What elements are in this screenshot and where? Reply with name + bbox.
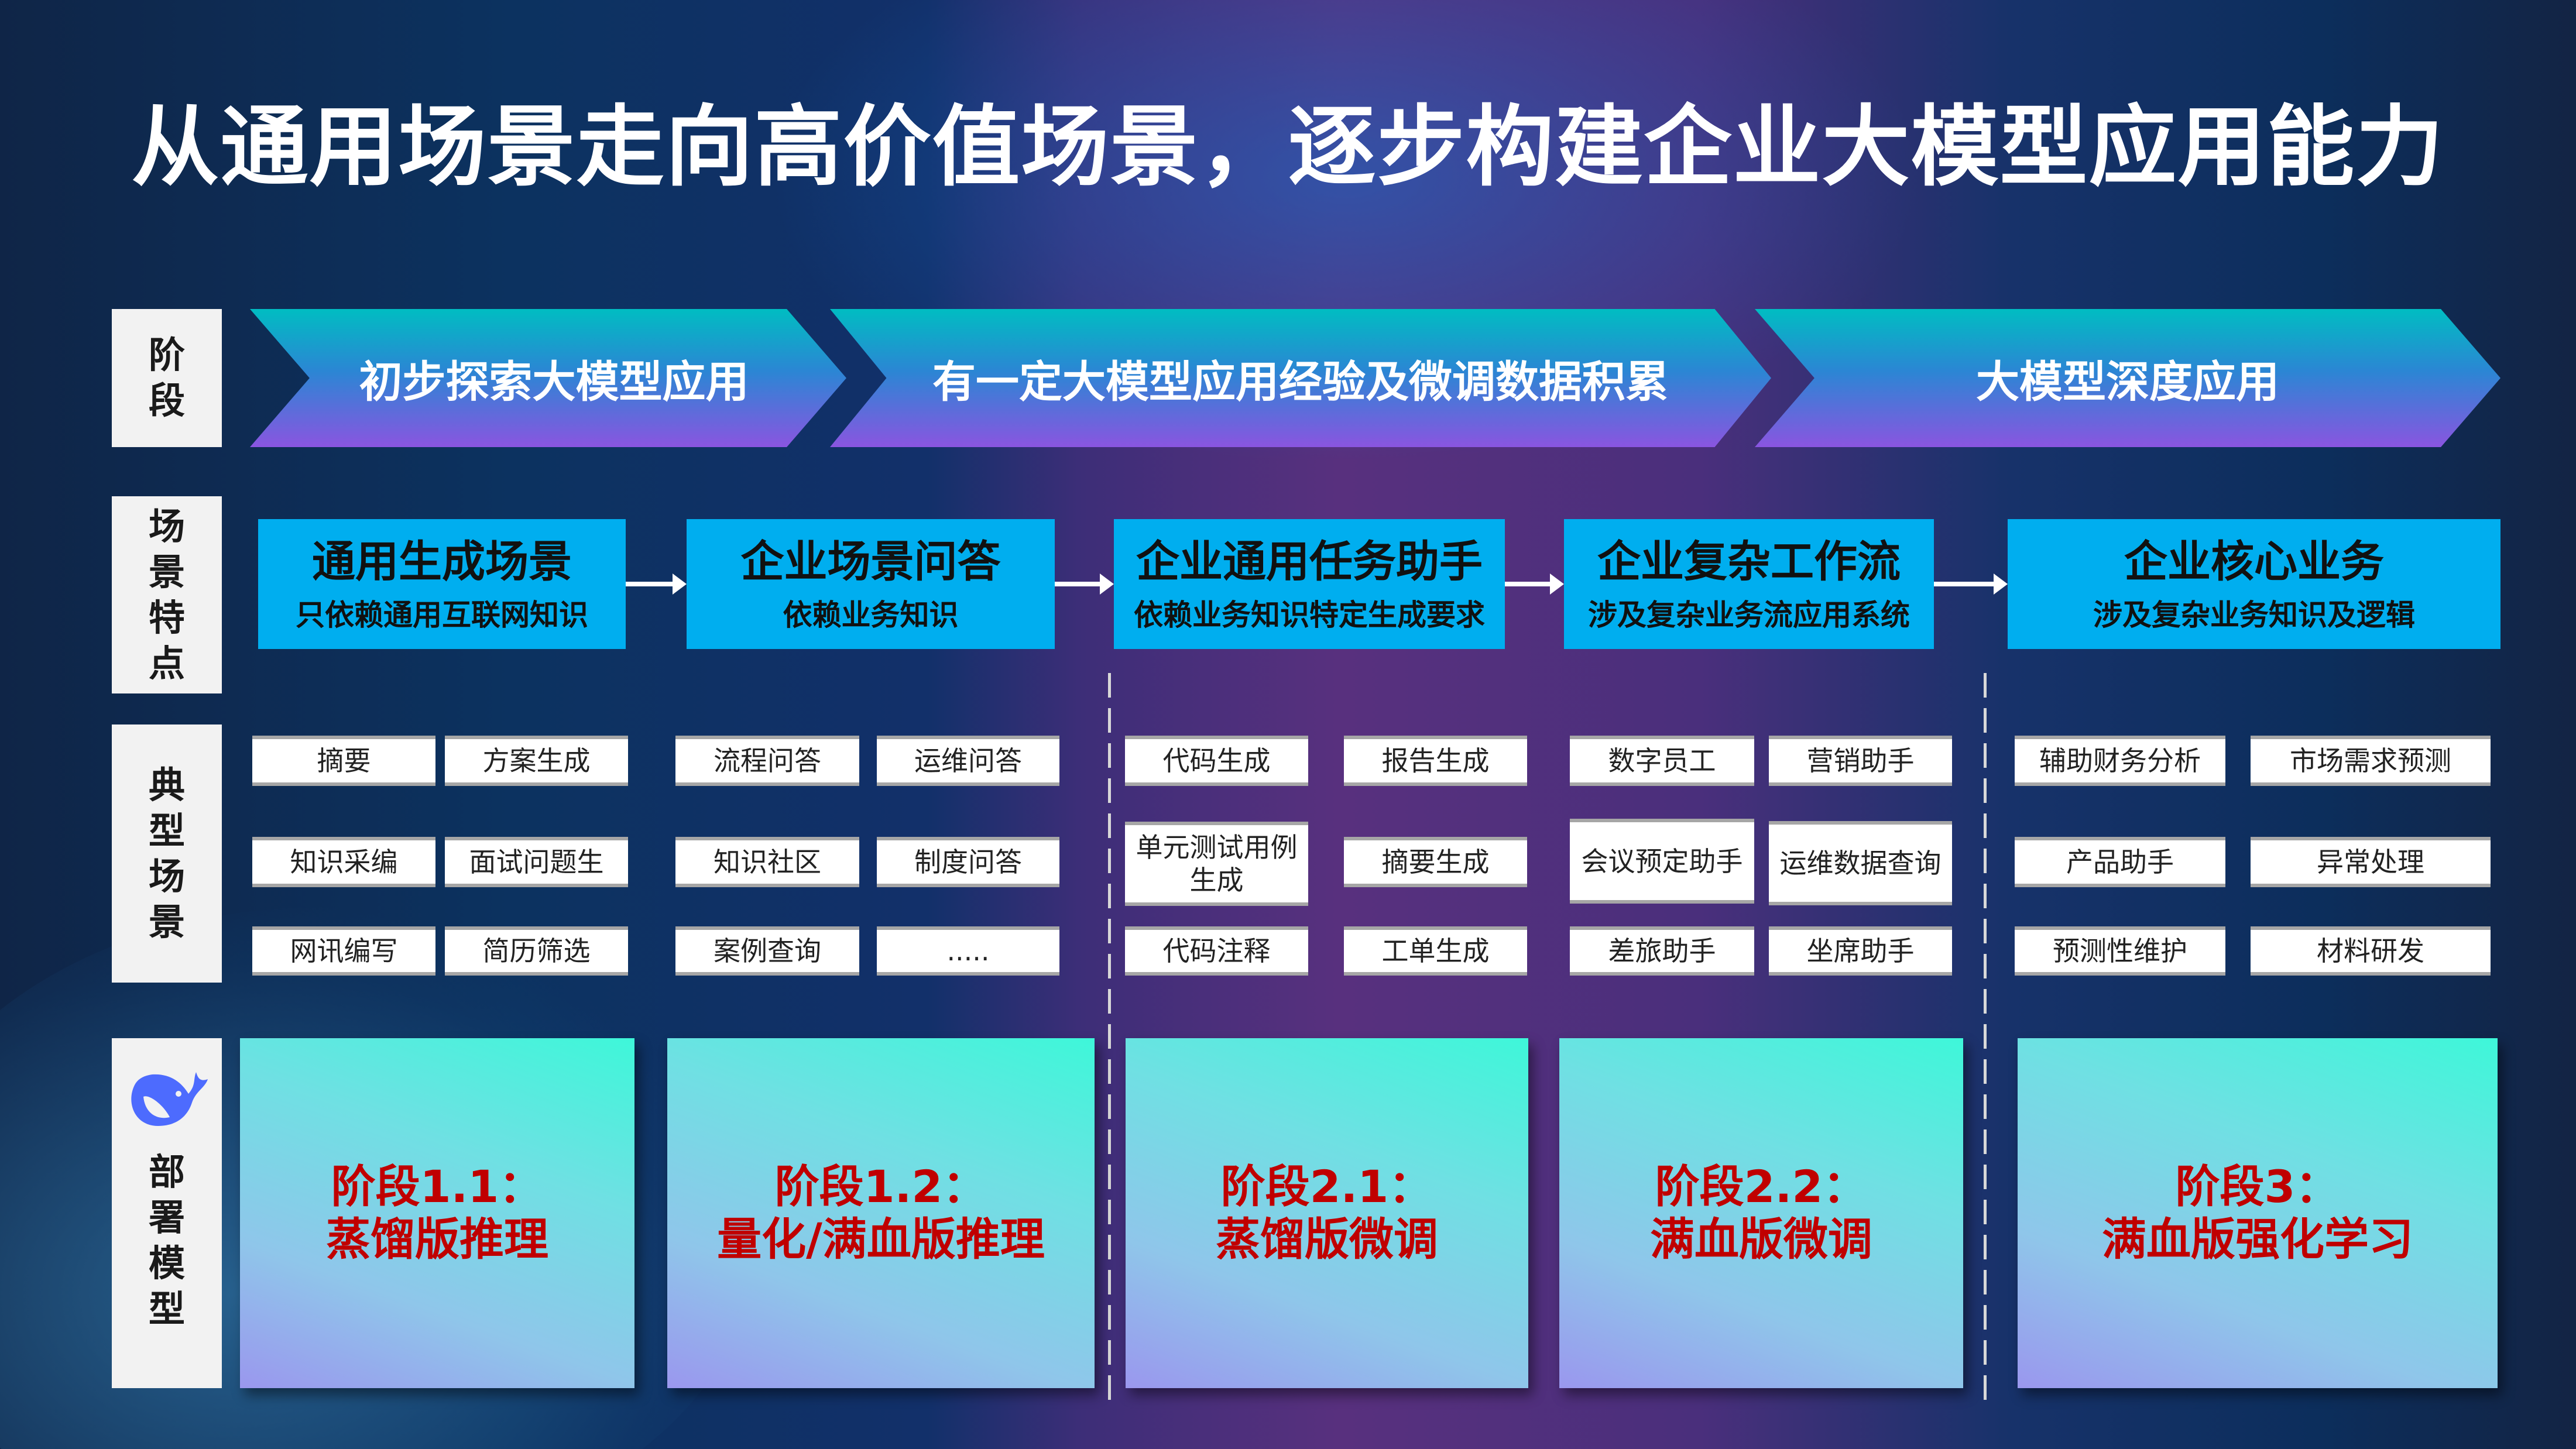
scenario-tag: 差旅助手 <box>1570 926 1754 976</box>
scene-title: 企业核心业务 <box>2124 537 2384 587</box>
scene-subtitle: 依赖业务知识特定生成要求 <box>1134 598 1485 632</box>
deploy-name: 蒸馏版微调 <box>1216 1213 1438 1265</box>
deploy-stage: 阶段1.2： <box>774 1160 987 1213</box>
deploy-card-4: 阶段2.2：满血版微调 <box>1559 1038 1963 1388</box>
scenario-tag: 流程问答 <box>675 736 859 786</box>
scene-subtitle: 涉及复杂业务知识及逻辑 <box>2093 598 2415 632</box>
scenario-tag: 材料研发 <box>2251 926 2491 976</box>
scene-subtitle: 涉及复杂业务流应用系统 <box>1588 598 1910 632</box>
stage-label: 初步探索大模型应用 <box>359 356 749 407</box>
label-char: 段 <box>148 379 185 422</box>
scenario-tag: 制度问答 <box>877 837 1059 887</box>
scenario-tag: 产品助手 <box>2015 837 2225 887</box>
scenario-tag: 异常处理 <box>2251 837 2491 887</box>
scene-title: 企业复杂工作流 <box>1597 537 1901 587</box>
scenario-tag: 工单生成 <box>1344 926 1527 976</box>
deepseek-whale-icon <box>131 1072 208 1126</box>
row-label-stage: 阶段 <box>112 309 222 447</box>
scenario-tag: 单元测试用例生成 <box>1125 822 1308 906</box>
deploy-stage: 阶段3： <box>2175 1160 2340 1213</box>
scenario-tag: 知识社区 <box>675 837 859 887</box>
stage-divider <box>1984 673 1987 1405</box>
label-char: 场 <box>148 854 185 898</box>
deploy-card-2: 阶段1.2：量化/满血版推理 <box>667 1038 1095 1388</box>
scenario-tag: 数字员工 <box>1570 736 1754 786</box>
arrow-right-icon <box>1505 574 1564 595</box>
scene-box-1: 通用生成场景只依赖通用互联网知识 <box>258 519 626 649</box>
deploy-name: 满血版微调 <box>1650 1213 1872 1265</box>
deploy-name: 蒸馏版推理 <box>326 1213 548 1265</box>
scene-box-2: 企业场景问答依赖业务知识 <box>687 519 1055 649</box>
scenario-tag: 代码注释 <box>1125 926 1308 976</box>
scenario-tag: 坐席助手 <box>1769 926 1952 976</box>
scenario-tag: 营销助手 <box>1769 736 1952 786</box>
scenario-tag: 案例查询 <box>675 926 859 976</box>
scenario-tag: 辅助财务分析 <box>2015 736 2225 786</box>
scenario-tag: 方案生成 <box>445 736 628 786</box>
scenario-tag: 摘要 <box>252 736 435 786</box>
label-char: 景 <box>148 900 185 943</box>
deploy-card-5: 阶段3：满血版强化学习 <box>2018 1038 2498 1388</box>
label-char: 阶 <box>148 334 185 376</box>
deploy-name: 量化/满血版推理 <box>717 1213 1045 1265</box>
stage-chevron-3: 大模型深度应用 <box>1755 309 2500 447</box>
arrow-right-icon <box>1055 574 1114 595</box>
stage-label: 大模型深度应用 <box>1976 356 2279 407</box>
scene-box-5: 企业核心业务涉及复杂业务知识及逻辑 <box>2008 519 2500 649</box>
scenario-tag: 知识采编 <box>252 837 435 887</box>
label-char: 部 <box>148 1151 185 1193</box>
label-char: 署 <box>148 1196 185 1239</box>
deploy-stage: 阶段2.1： <box>1220 1160 1433 1213</box>
arrow-right-icon <box>626 574 687 595</box>
label-char: 典 <box>148 763 185 806</box>
row-label-deploy: 部署模型 <box>112 1038 222 1388</box>
stage-chevron-1: 初步探索大模型应用 <box>250 309 846 447</box>
scenario-tag: 预测性维护 <box>2015 926 2225 976</box>
scenario-tag: ..... <box>877 926 1059 976</box>
deploy-stage: 阶段1.1： <box>331 1160 544 1213</box>
arrow-right-icon <box>1934 574 2008 595</box>
stage-label: 有一定大模型应用经验及微调数据积累 <box>932 356 1669 407</box>
scenario-tag: 面试问题生 <box>445 837 628 887</box>
label-char: 景 <box>148 550 185 593</box>
scenario-tag: 简历筛选 <box>445 926 628 976</box>
label-char: 型 <box>148 1287 185 1330</box>
scene-title: 通用生成场景 <box>312 537 572 587</box>
scenario-tag: 市场需求预测 <box>2251 736 2491 786</box>
scenario-tag: 网讯编写 <box>252 926 435 976</box>
deploy-card-3: 阶段2.1：蒸馏版微调 <box>1126 1038 1528 1388</box>
scene-subtitle: 依赖业务知识 <box>783 598 959 632</box>
label-char: 点 <box>148 641 185 685</box>
stage-divider <box>1108 673 1111 1405</box>
label-char: 特 <box>148 596 185 639</box>
scenario-tag: 会议预定助手 <box>1570 819 1754 904</box>
scene-title: 企业场景问答 <box>740 537 1001 587</box>
scenario-tag: 运维问答 <box>877 736 1059 786</box>
stage-chevron-2: 有一定大模型应用经验及微调数据积累 <box>830 309 1771 447</box>
scene-box-3: 企业通用任务助手依赖业务知识特定生成要求 <box>1114 519 1505 649</box>
deploy-card-1: 阶段1.1：蒸馏版推理 <box>240 1038 634 1388</box>
scenario-tag: 报告生成 <box>1344 736 1527 786</box>
scene-title: 企业通用任务助手 <box>1136 537 1483 587</box>
label-char: 模 <box>148 1242 185 1285</box>
scenario-tag: 代码生成 <box>1125 736 1308 786</box>
deploy-name: 满血版强化学习 <box>2102 1213 2413 1265</box>
scene-subtitle: 只依赖通用互联网知识 <box>296 598 588 632</box>
scenario-tag: 摘要生成 <box>1344 837 1527 887</box>
deploy-stage: 阶段2.2： <box>1655 1160 1868 1213</box>
scene-box-4: 企业复杂工作流涉及复杂业务流应用系统 <box>1564 519 1934 649</box>
page-title: 从通用场景走向高价值场景，逐步构建企业大模型应用能力 <box>131 97 2445 198</box>
row-label-scene: 场景特点 <box>112 496 222 693</box>
label-char: 场 <box>148 504 185 548</box>
scenario-tag: 运维数据查询 <box>1769 821 1952 905</box>
label-char: 型 <box>148 809 185 852</box>
row-label-typical: 典型场景 <box>112 724 222 983</box>
